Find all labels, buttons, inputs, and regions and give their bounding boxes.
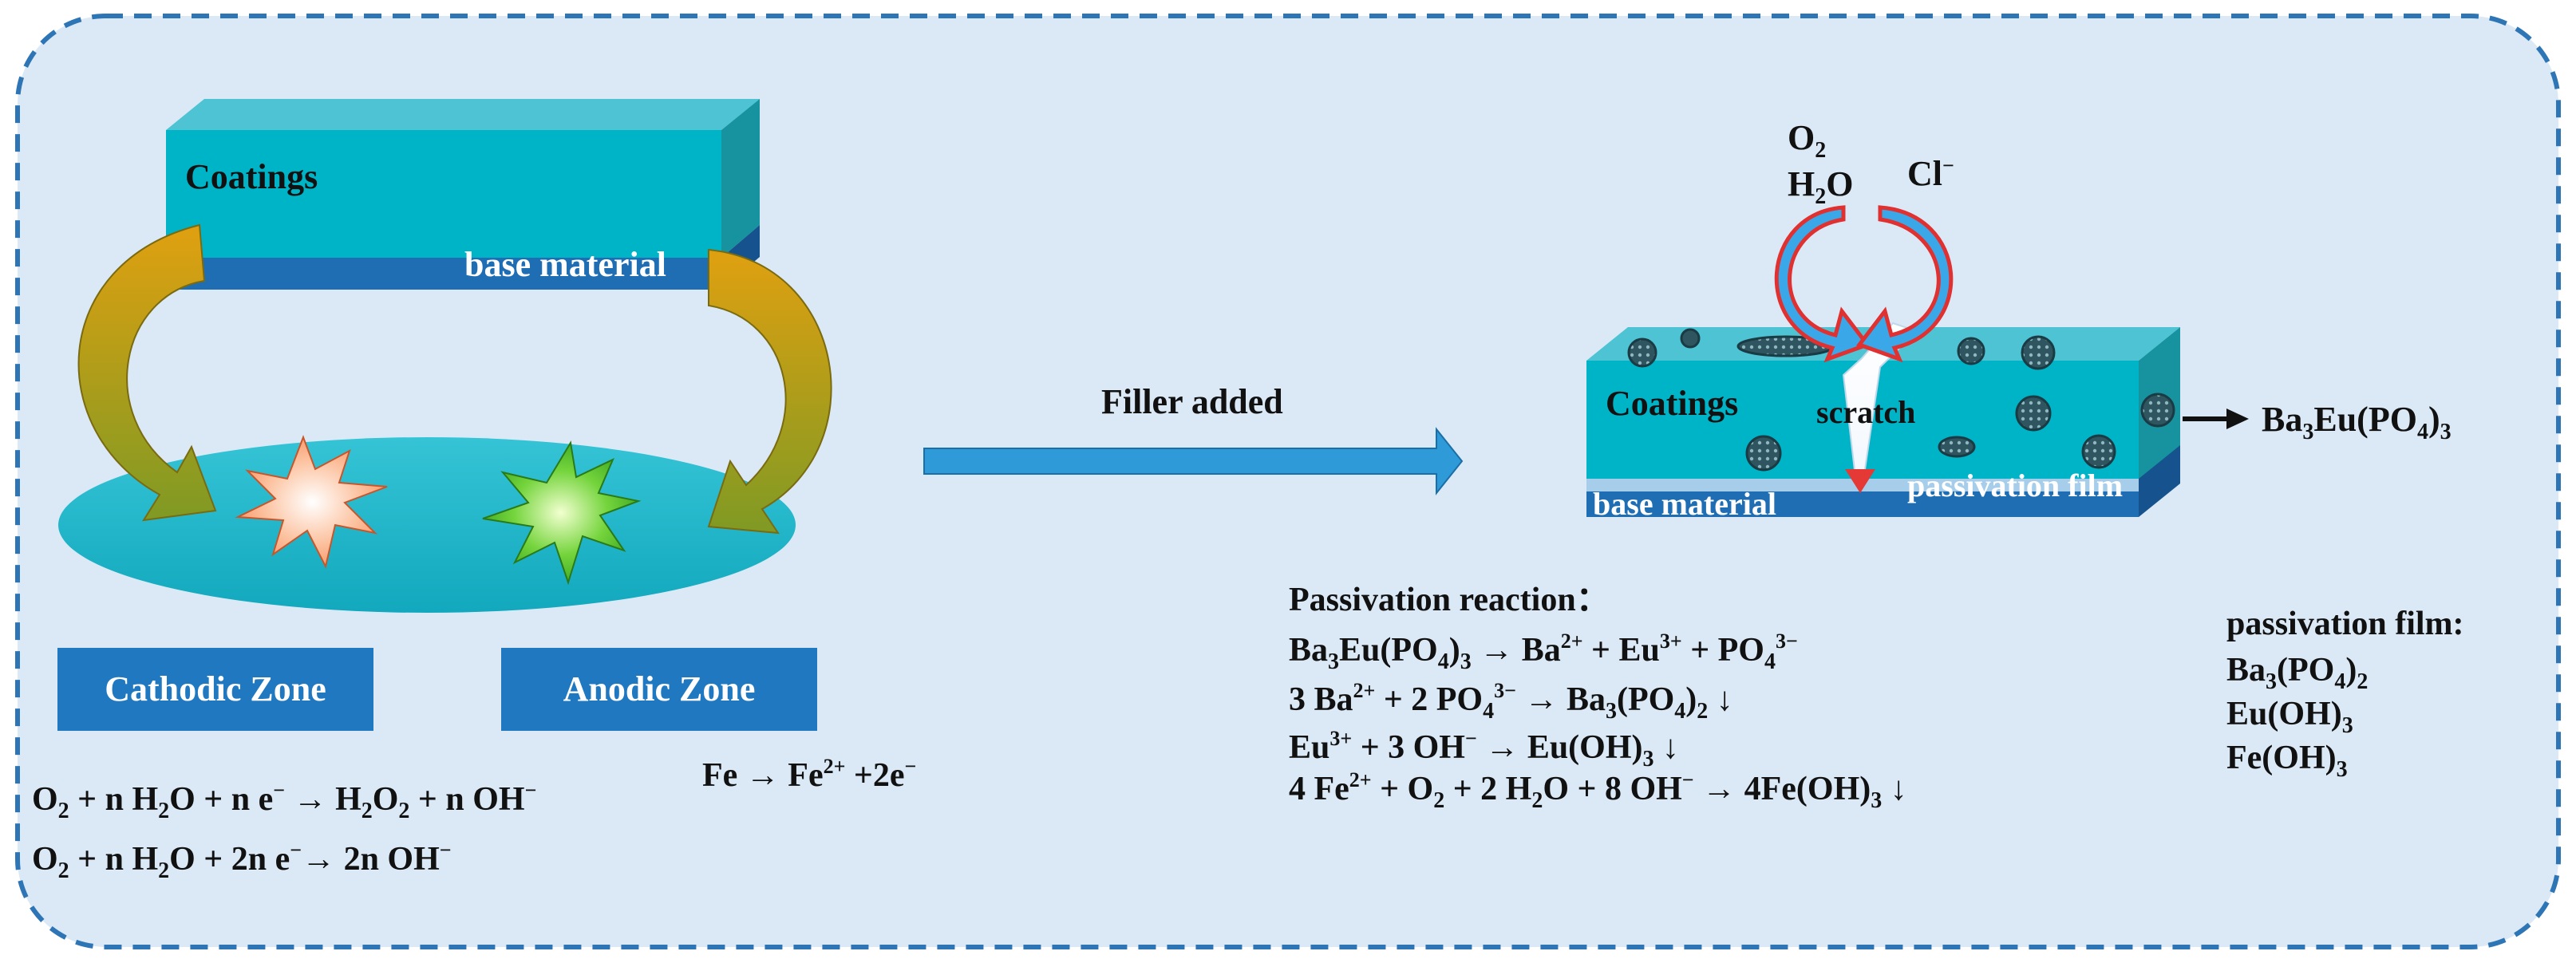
cathode-reaction-2: O2 + n H2O + 2n e−→ 2n OH− [32,839,452,883]
anodic-zone-box: Anodic Zone [501,648,817,731]
filler-particle [2081,434,2116,469]
water-label: H2O [1788,164,1853,209]
passivation-film-item-2: Eu(OH)3 [2226,696,2353,738]
passivation-reaction-4: 4 Fe2+ + O2 + 2 H2O + 8 OH− → 4Fe(OH)3 ↓ [1289,768,1907,813]
svg-text:Anodic Zone: Anodic Zone [563,669,756,708]
filler-particle [1745,435,1782,472]
passivation-film-label: passivation film [1907,468,2123,503]
passivation-film-title: passivation film: [2226,606,2464,642]
passivation-reaction-title: Passivation reaction： [1289,582,1610,618]
scratch-label: scratch [1816,394,1915,430]
chloride-label: Cl− [1907,154,1954,193]
right-base-material-strip [1586,491,2139,517]
filler-compound-label: Ba3Eu(PO4)3 [2262,400,2452,444]
anode-reaction: Fe → Fe2+ +2e− [702,755,916,794]
ingress-cycle-arrows [1774,205,1954,363]
left-cycle-arrow [1774,205,1871,363]
filler-particle [2015,395,2052,432]
filler-particles [1627,328,2175,472]
filler-callout-arrowhead [2226,408,2249,429]
oxygen-label: O2 [1788,118,1826,163]
filler-particle [1627,337,1657,368]
scratch-tip-marker [1845,469,1875,493]
filler-particle [1957,337,1985,365]
cathode-reaction-1: O2 + n H2O + n e− → H2O2 + n OH− [32,779,536,823]
cathodic-zone-box: Cathodic Zone [57,648,373,731]
svg-text:Cathodic Zone: Cathodic Zone [105,669,326,708]
filler-particle [2021,335,2056,370]
right-curved-arrow [707,248,832,535]
right-coatings-label: Coatings [1606,384,1738,423]
filler-particle [1938,436,1976,458]
passivation-film-item-3: Fe(OH)3 [2226,740,2348,782]
left-base-material-strip [166,258,721,290]
corrosion-surface-ellipse [58,437,796,613]
passivation-reaction-1: Ba3Eu(PO4)3 → Ba2+ + Eu3+ + PO43− [1289,630,1798,674]
right-cycle-arrow [1855,205,1954,363]
right-base-material-label: base material [1593,486,1776,522]
left-base-material-label: base material [464,245,666,284]
left-curved-arrow [77,223,217,522]
cathode-star [235,435,388,569]
left-coating-block: Coatings base material [166,99,760,290]
filler-added-label: Filler added [1101,382,1283,421]
filler-particle [1680,328,1701,349]
passivation-reaction-3: Eu3+ + 3 OH− → Eu(OH)3 ↓ [1289,727,1679,772]
left-coatings-label: Coatings [185,157,318,196]
anode-star [482,440,642,586]
filler-particle [2140,393,2175,428]
filler-added-arrow [923,427,1464,495]
passivation-film-item-1: Ba3(PO4)2 [2226,652,2368,694]
passivation-reaction-2: 3 Ba2+ + 2 PO43− → Ba3(PO4)2 ↓ [1289,679,1733,724]
